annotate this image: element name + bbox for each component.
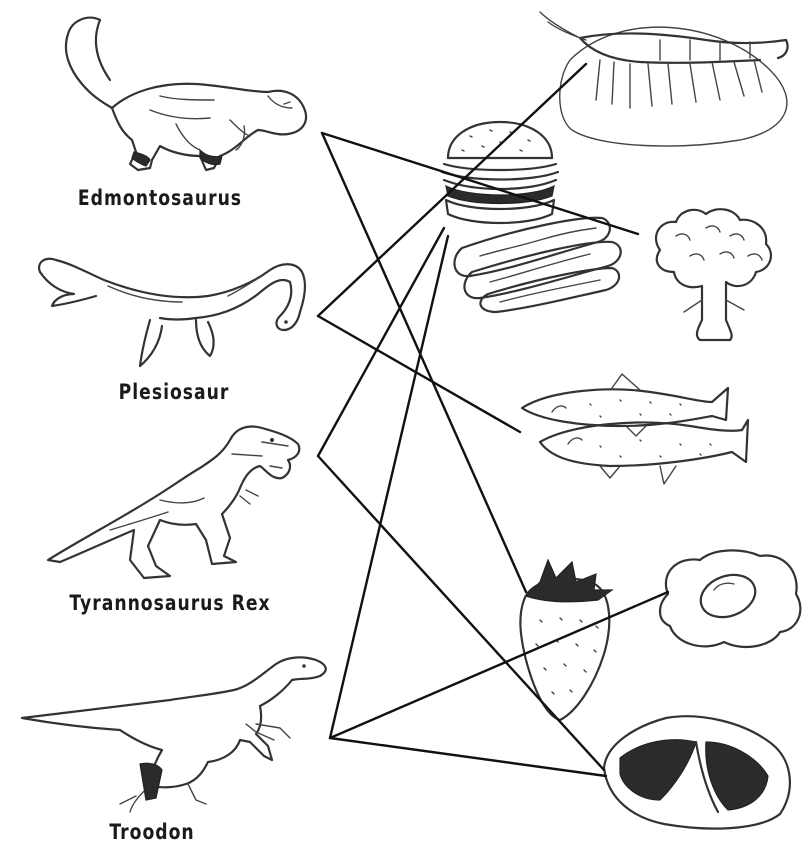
line-tyrannosaurus-steak [318, 456, 604, 770]
fish-illustration [522, 374, 748, 484]
fried-egg-illustration [660, 550, 800, 647]
steak-illustration [604, 716, 790, 828]
shrimp-illustration [540, 12, 788, 146]
line-plesiosaur-fish [318, 316, 520, 432]
broccoli-illustration [656, 209, 771, 340]
edmontosaurus-illustration [66, 18, 306, 170]
tyrannosaurus-rex-label: Tyrannosaurus Rex [47, 591, 293, 615]
line-edmontosaurus-broccoli [322, 133, 638, 234]
hot-dogs-illustration [454, 218, 620, 312]
plesiosaur-label: Plesiosaur [76, 380, 273, 404]
troodon-label: Troodon [70, 820, 234, 844]
burger-illustration [442, 122, 558, 223]
line-tyrannosaurus-burger [318, 228, 444, 456]
tyrannosaurus-rex-illustration [48, 427, 299, 579]
troodon-illustration [22, 657, 326, 812]
line-troodon-egg [330, 592, 668, 738]
edmontosaurus-label: Edmontosaurus [62, 186, 259, 210]
plesiosaur-illustration [39, 259, 305, 366]
line-troodon-steak [330, 738, 606, 776]
strawberry-illustration [520, 560, 612, 720]
